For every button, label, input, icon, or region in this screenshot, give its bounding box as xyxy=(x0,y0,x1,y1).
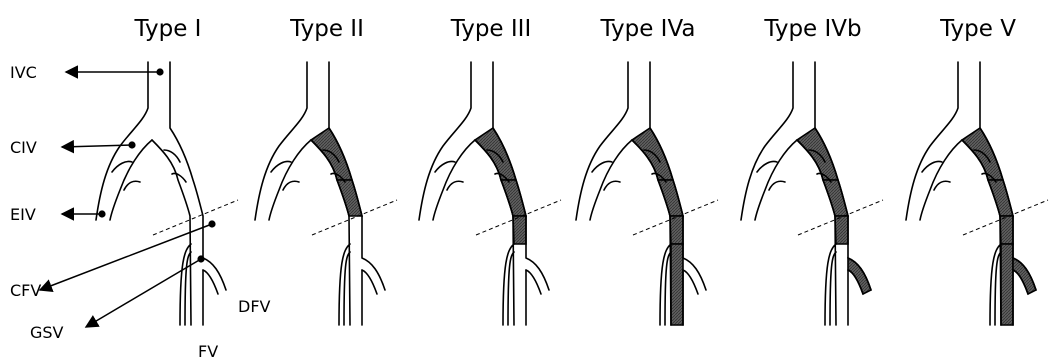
thrombus-cfv xyxy=(513,216,526,244)
label-fv: FV xyxy=(198,342,218,361)
thrombus-cfv xyxy=(670,216,683,244)
vein-outline xyxy=(906,62,1036,325)
thrombus-eiv xyxy=(823,180,848,216)
label-gsv: GSV xyxy=(30,323,64,342)
thrombus-eiv xyxy=(658,180,683,216)
label-ivc: IVC xyxy=(10,63,37,82)
panel-title: Type IVa xyxy=(600,16,696,42)
thrombus-civ xyxy=(797,128,838,180)
panel-type-ivb: Type IVb xyxy=(741,16,883,325)
label-dfv: DFV xyxy=(238,297,271,316)
gsv-arrow xyxy=(86,259,201,327)
vein-outline xyxy=(255,62,385,325)
thrombus-civ xyxy=(475,128,516,180)
panel-title: Type I xyxy=(134,16,202,42)
panel-title: Type V xyxy=(939,16,1016,42)
thrombus-dfv xyxy=(848,258,871,294)
label-eiv: EIV xyxy=(10,205,36,224)
panel-type-iva: Type IVa xyxy=(576,16,718,325)
thrombus-eiv xyxy=(988,180,1013,216)
panel-type-v: Type V xyxy=(906,16,1048,325)
panel-title: Type II xyxy=(289,16,364,42)
vein-outline xyxy=(419,62,549,325)
thrombus-cfv xyxy=(835,216,848,244)
thrombus-civ xyxy=(632,128,673,180)
eiv-dot xyxy=(98,210,105,217)
thrombus-civ xyxy=(962,128,1003,180)
label-civ: CIV xyxy=(10,138,37,157)
thrombus-fv xyxy=(671,244,683,325)
thrombus-dfv xyxy=(1013,258,1036,294)
thrombus-cfv xyxy=(1000,216,1013,244)
civ-dot xyxy=(128,141,135,148)
vein-outline xyxy=(741,62,871,325)
ivc-dot xyxy=(156,68,163,75)
civ-arrow xyxy=(62,145,132,147)
vein-outline xyxy=(96,62,226,325)
panel-title: Type IVb xyxy=(763,16,861,42)
gsv-dot xyxy=(197,255,204,262)
thrombus-eiv xyxy=(501,180,526,216)
anatomy-labels: IVC CIV EIV CFV GSV DFV FV xyxy=(10,63,271,361)
panel-title: Type III xyxy=(450,16,532,42)
thrombus-eiv xyxy=(337,180,362,216)
panel-type-iii: Type III xyxy=(419,16,561,325)
label-cfv: CFV xyxy=(10,281,41,300)
thrombus-civ xyxy=(311,128,352,180)
thrombus-fv xyxy=(1001,244,1013,325)
cfv-dot xyxy=(208,220,215,227)
panel-type-ii: Type II xyxy=(255,16,397,325)
vein-outline xyxy=(576,62,706,325)
